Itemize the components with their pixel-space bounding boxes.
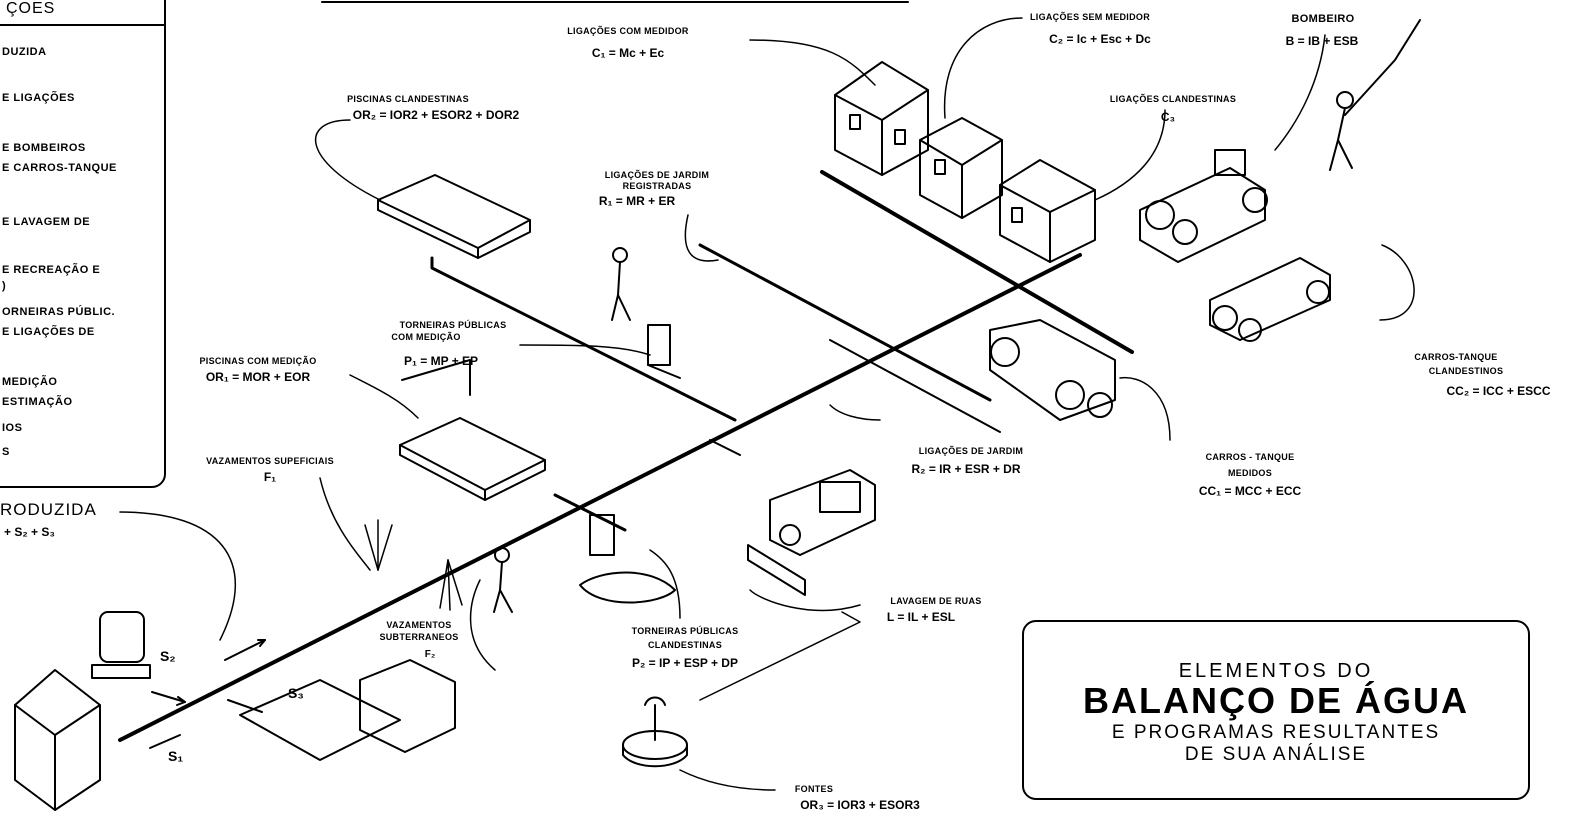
label-lavagem-ruas: LAVAGEM DE RUAS: [866, 596, 1006, 607]
legend-item: E LAVAGEM DE: [2, 216, 90, 229]
label-jardim-registradas-2: REGISTRADAS: [582, 181, 732, 192]
title-line-4: DE SUA ANÁLISE: [1024, 744, 1528, 766]
label-torneiras-medicao-2: COM MEDIÇÃO: [366, 332, 486, 343]
legend-item: E LIGAÇÕES DE: [2, 326, 95, 339]
title-line-2: BALANÇO DE ÁGUA: [1024, 682, 1528, 720]
label-piscinas-clandestinas: PISCINAS CLANDESTINAS: [318, 94, 498, 105]
equation-fontes: OR₃ = IOR3 + ESOR3: [780, 798, 940, 812]
equation-vazamentos-superficiais: F₁: [250, 470, 290, 484]
legend-title: ÇOES: [6, 0, 55, 18]
source-tank: [92, 612, 150, 678]
legend-item: E LIGAÇÕES: [2, 92, 75, 105]
surface-leak-arrows: [365, 520, 392, 570]
legend-item: MEDIÇÃO: [2, 376, 57, 389]
pool-clandestine: [378, 175, 530, 258]
label-torneiras-medicao: TORNEIRAS PÚBLICAS: [378, 320, 528, 331]
production-equation: + S₂ + S₃: [4, 525, 55, 539]
equation-ligacoes-clandestinas: C₃: [1148, 110, 1188, 124]
person-figure-1: [612, 248, 630, 320]
pool-metered: [400, 360, 545, 500]
legend-item: S: [2, 446, 10, 459]
legend-box: ÇOES DUZIDA E LIGAÇÕES E BOMBEIROS E CAR…: [0, 0, 166, 488]
label-carros-tanque-medidos: CARROS - TANQUE: [1180, 452, 1320, 463]
house-2: [920, 118, 1002, 218]
label-carros-tanque-clandestinos: CARROS-TANQUE: [1386, 352, 1526, 363]
legend-divider: [0, 24, 164, 26]
label-vazamentos-subterraneos-2: SUBTERRANEOS: [354, 632, 484, 643]
legend-item: E CARROS-TANQUE: [2, 162, 117, 175]
label-jardim-registradas: LIGAÇÕES DE JARDIM: [582, 170, 732, 181]
legend-item: IOS: [2, 422, 22, 435]
tanker-truck-top: [1140, 150, 1267, 262]
title-box: ELEMENTOS DO BALANÇO DE ÁGUA E PROGRAMAS…: [1022, 620, 1530, 800]
legend-item: E RECREAÇÃO E: [2, 264, 100, 277]
source-house: [15, 670, 100, 810]
equation-bombeiro: B = IB + ESB: [1262, 34, 1382, 48]
label-torneiras-clandestinas: TORNEIRAS PÚBLICAS: [600, 626, 770, 637]
equation-carros-tanque-medidos: CC₁ = MCC + ECC: [1175, 484, 1325, 498]
tanker-truck-metered: [990, 320, 1115, 420]
house-3: [1000, 160, 1095, 262]
equation-piscinas-medicao: OR₁ = MOR + EOR: [178, 370, 338, 384]
label-ligacoes-jardim: LIGAÇÕES DE JARDIM: [896, 446, 1046, 457]
label-ligacoes-sem-medidor: LIGAÇÕES SEM MEDIDOR: [1025, 12, 1155, 23]
label-ligacoes-clandestinas: LIGAÇÕES CLANDESTINAS: [1068, 94, 1278, 105]
label-bombeiro: BOMBEIRO: [1268, 14, 1378, 25]
public-tap-metered: [648, 325, 680, 378]
label-ligacoes-com-medidor: LIGAÇÕES COM MEDIDOR: [548, 26, 708, 37]
person-figure-2: [494, 548, 512, 612]
label-carros-tanque-clandestinos-2: CLANDESTINOS: [1396, 366, 1536, 377]
equation-piscinas-clandestinas: OR₂ = IOR2 + ESOR2 + DOR2: [336, 108, 536, 122]
equation-lavagem-ruas: L = IL + ESL: [866, 610, 976, 624]
tanker-truck-clandestine: [1210, 258, 1330, 341]
title-line-3: E PROGRAMAS RESULTANTES: [1024, 722, 1528, 744]
label-carros-tanque-medidos-2: MEDIDOS: [1200, 468, 1300, 479]
equation-ligacoes-com-medidor: C₁ = Mc + Ec: [548, 46, 708, 60]
equation-torneiras-medicao: P₁ = MP + EP: [376, 354, 506, 368]
fountain: [623, 698, 687, 767]
source-reservoir: [240, 660, 455, 760]
street-washing-truck: [748, 470, 875, 595]
legend-item: ): [2, 280, 6, 293]
equation-ligacoes-sem-medidor: C₂ = Ic + Esc + Dc: [1025, 32, 1175, 46]
equation-ligacoes-jardim: R₂ = IR + ESR + DR: [896, 462, 1036, 476]
label-vazamentos-subterraneos: VAZAMENTOS: [354, 620, 484, 631]
legend-item: DUZIDA: [2, 46, 47, 59]
label-piscinas-medicao: PISCINAS COM MEDIÇÃO: [178, 356, 338, 367]
garden2-pipe: [830, 340, 1000, 432]
label-fontes: FONTES: [784, 784, 844, 795]
label-vazamentos-superficiais: VAZAMENTOS SUPEFICIAIS: [172, 456, 368, 467]
upper-branch-pipe: [822, 172, 1132, 352]
label-torneiras-clandestinas-2: CLANDESTINAS: [600, 640, 770, 651]
source-s1-label: S₁: [168, 748, 183, 764]
legend-item: ESTIMAÇÃO: [2, 396, 73, 409]
equation-carros-tanque-clandestinos: CC₂ = ICC + ESCC: [1426, 384, 1571, 398]
equation-jardim-registradas: R₁ = MR + ER: [582, 194, 692, 208]
production-title: RODUZIDA: [0, 500, 97, 520]
hydrant-pipe: [710, 440, 740, 455]
source-s2-label: S₂: [160, 648, 176, 664]
source-s3-label: S₃: [288, 685, 304, 701]
legend-item: ORNEIRAS PÚBLIC.: [2, 306, 115, 319]
equation-vazamentos-subterraneos: F₂: [410, 648, 450, 662]
house-1: [835, 62, 928, 175]
equation-torneiras-clandestinas: P₂ = IP + ESP + DP: [600, 656, 770, 670]
legend-item: E BOMBEIROS: [2, 142, 86, 155]
